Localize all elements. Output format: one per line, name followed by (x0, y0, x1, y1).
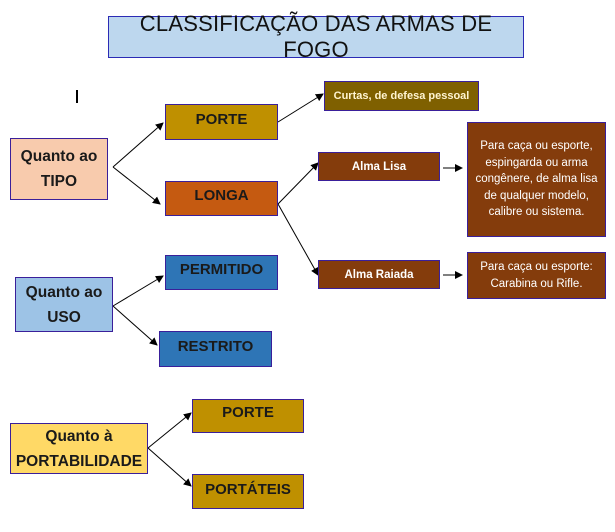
arrow-tipo-porte (112, 122, 164, 168)
arrow-uso-permitido (112, 275, 164, 307)
node-alma-raiada: Alma Raiada (318, 260, 440, 289)
arrow-tipo-longa (112, 166, 161, 205)
text-cursor (76, 90, 78, 103)
node-portabilidade-porte: PORTE (192, 399, 304, 433)
node-quanto-a-portabilidade: Quanto à PORTABILIDADE (10, 423, 148, 474)
node-quanto-ao-uso: Quanto ao USO (15, 277, 113, 332)
arrow-portabilidade-portateis (147, 447, 192, 487)
node-quanto-ao-tipo: Quanto ao TIPO (10, 138, 108, 200)
arrow-longa-almaraiada (277, 203, 319, 276)
node-alma-lisa-description: Para caça ou esporte, espingarda ou arma… (467, 122, 606, 237)
node-tipo-longa: LONGA (165, 181, 278, 216)
node-portabilidade-portateis: PORTÁTEIS (192, 474, 304, 509)
node-tipo-porte: PORTE (165, 104, 278, 140)
node-curtas-defesa-pessoal: Curtas, de defesa pessoal (324, 81, 479, 111)
node-alma-lisa: Alma Lisa (318, 152, 440, 181)
node-alma-raiada-description: Para caça ou esporte: Carabina ou Rifle. (467, 252, 606, 299)
page-title: CLASSIFICAÇÃO DAS ARMAS DE FOGO (108, 11, 524, 62)
arrow-porte-curtas (277, 93, 324, 123)
arrow-uso-restrito (112, 305, 158, 346)
arrow-portabilidade-porte (147, 412, 192, 449)
arrow-longa-almalisa (277, 162, 319, 205)
node-uso-permitido: PERMITIDO (165, 255, 278, 290)
node-uso-restrito: RESTRITO (159, 331, 272, 367)
